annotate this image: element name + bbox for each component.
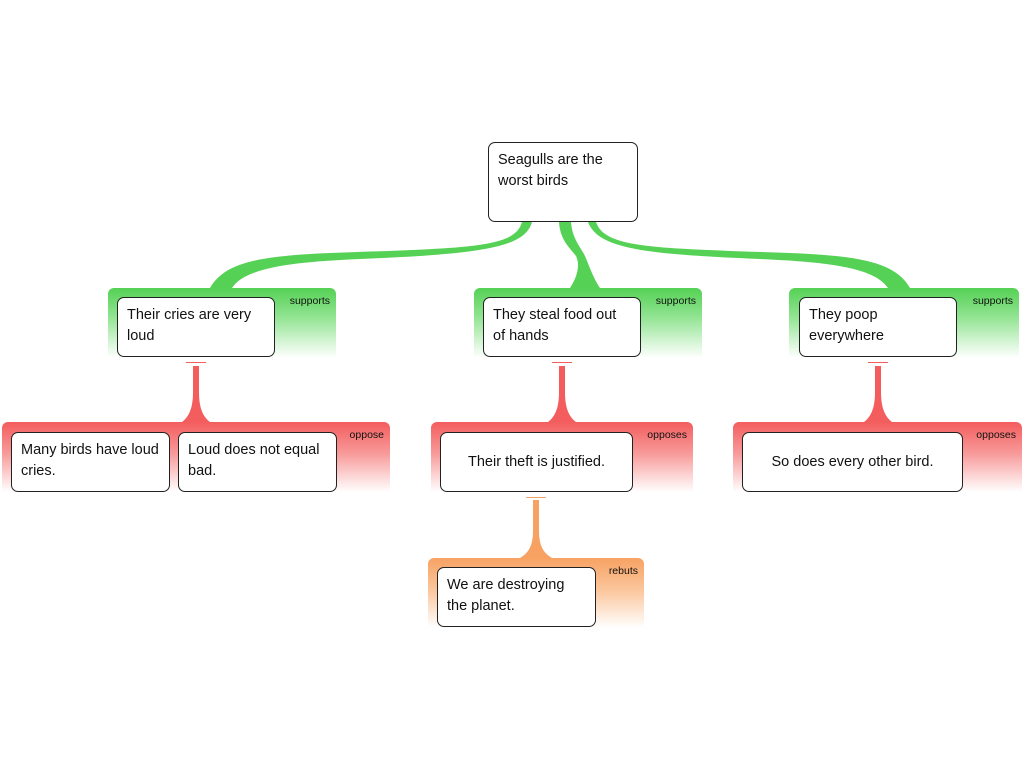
relation-label: oppose bbox=[349, 429, 384, 441]
connector-tick bbox=[868, 362, 888, 363]
oppose-card-many-birds[interactable]: Many birds have loud cries. bbox=[11, 432, 170, 492]
relation-label: rebuts bbox=[608, 565, 638, 577]
support-card-cries[interactable]: Their cries are very loud bbox=[117, 297, 275, 357]
connector-tick bbox=[186, 362, 206, 363]
connector-steal-to-oppose bbox=[548, 366, 576, 422]
connector-theft-to-rebut bbox=[520, 500, 552, 558]
oppose-card-theft-justified[interactable]: Their theft is justified. bbox=[440, 432, 633, 492]
relation-label: supports bbox=[655, 295, 696, 307]
connector-root-to-steal bbox=[559, 222, 600, 288]
oppose-card-loud-not-bad[interactable]: Loud does not equal bad. bbox=[178, 432, 337, 492]
connector-poop-to-oppose bbox=[864, 366, 892, 422]
relation-label: opposes bbox=[647, 429, 687, 441]
rebut-card-destroying-planet[interactable]: We are destroying the planet. bbox=[437, 567, 596, 627]
support-card-poop[interactable]: They poop everywhere bbox=[799, 297, 957, 357]
relation-label: supports bbox=[289, 295, 330, 307]
support-card-steal[interactable]: They steal food out of hands bbox=[483, 297, 641, 357]
connector-root-to-poop bbox=[588, 222, 910, 288]
connector-cries-to-oppose bbox=[182, 366, 210, 422]
relation-label: supports bbox=[972, 295, 1013, 307]
oppose-card-every-bird[interactable]: So does every other bird. bbox=[742, 432, 963, 492]
connector-root-to-cries bbox=[210, 222, 532, 288]
connector-tick bbox=[526, 497, 546, 498]
relation-label: opposes bbox=[976, 429, 1016, 441]
connector-tick bbox=[552, 362, 572, 363]
root-claim-card[interactable]: Seagulls are the worst birds bbox=[488, 142, 638, 222]
